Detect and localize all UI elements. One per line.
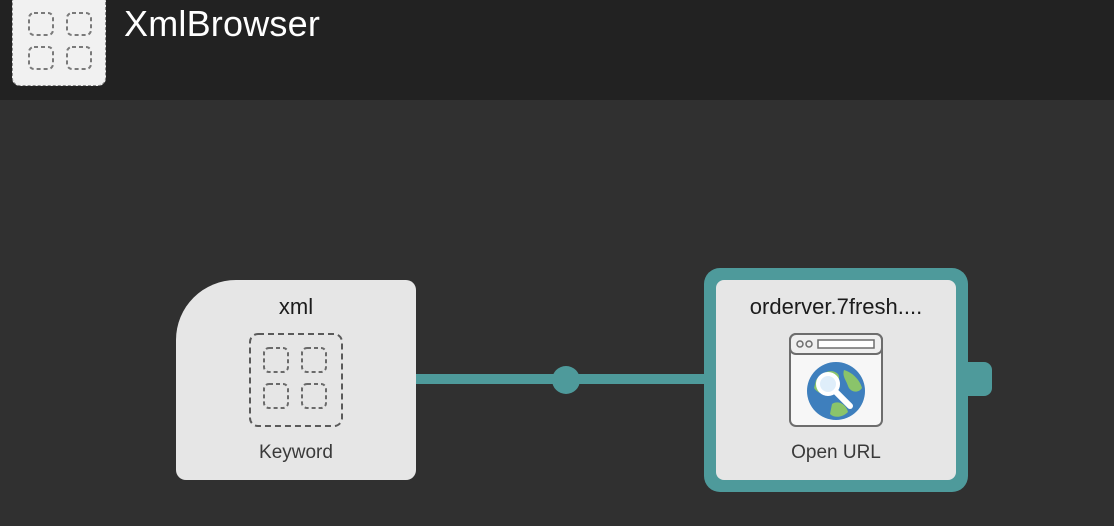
keyword-node-title: xml [278, 294, 314, 319]
keyword-icon [248, 332, 344, 428]
keyword-node[interactable]: xml Keyword [176, 280, 416, 480]
title-bar: XmlBrowser [0, 0, 1114, 100]
open-url-node-type: Open URL [791, 442, 881, 463]
open-url-node-title: orderver.7fresh.... [749, 294, 923, 319]
open-url-node-selection[interactable]: orderver.7fresh.... Open URL [704, 268, 968, 492]
workflow-title: XmlBrowser [124, 3, 321, 44]
dashed-grid-icon [28, 12, 92, 70]
connection-handle[interactable] [552, 366, 580, 394]
app-icon[interactable] [12, 0, 106, 86]
keyword-node-type: Keyword [259, 442, 333, 463]
open-url-node[interactable]: orderver.7fresh.... Open URL [716, 280, 956, 480]
globe-browser-icon [788, 332, 884, 428]
